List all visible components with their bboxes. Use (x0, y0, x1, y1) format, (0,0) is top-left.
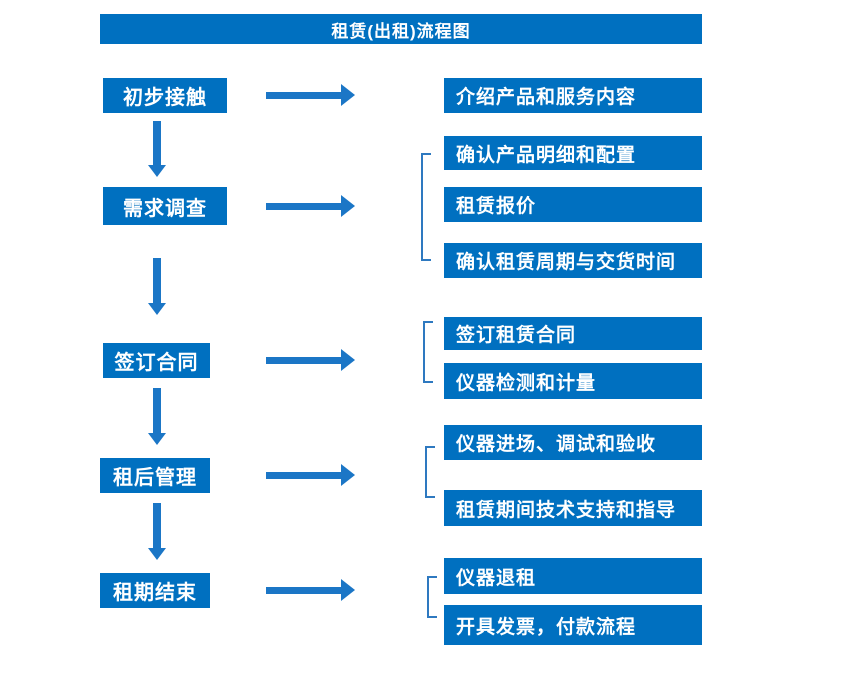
arrow-shaft (266, 587, 342, 594)
arrow-head (341, 579, 355, 601)
down-arrow-icon (148, 258, 166, 315)
right-arrow-icon (266, 579, 355, 601)
arrow-shaft (153, 258, 161, 305)
output-label: 租赁报价 (456, 196, 537, 217)
arrow-shaft (266, 92, 342, 99)
arrow-head (341, 349, 355, 371)
right-arrow-icon (266, 349, 355, 371)
step-box-demand-survey: 需求调查 (103, 187, 227, 225)
step-box-initial-contact: 初步接触 (103, 78, 227, 113)
arrow-head (148, 433, 166, 445)
arrow-head (148, 165, 166, 177)
step-box-sign-contract: 签订合同 (103, 343, 210, 378)
output-label: 介绍产品和服务内容 (456, 87, 637, 108)
arrow-shaft (153, 388, 161, 435)
group-bracket-icon (421, 153, 431, 261)
step-label: 签订合同 (114, 352, 199, 374)
down-arrow-icon (148, 503, 166, 560)
arrow-head (341, 464, 355, 486)
output-box: 仪器进场、调试和验收 (444, 425, 702, 460)
output-box: 仪器退租 (444, 558, 702, 594)
arrow-head (148, 548, 166, 560)
output-box: 仪器检测和计量 (444, 363, 702, 399)
step-label: 租期结束 (113, 582, 197, 604)
group-bracket-icon (423, 321, 433, 383)
arrow-shaft (153, 503, 161, 550)
arrow-head (341, 195, 355, 217)
output-label: 签订租赁合同 (456, 325, 577, 346)
output-box: 租赁报价 (444, 187, 702, 222)
output-label: 确认产品明细和配置 (456, 144, 637, 166)
output-label: 仪器退租 (456, 567, 537, 589)
step-label: 初步接触 (123, 87, 207, 109)
output-box: 确认租赁周期与交货时间 (444, 243, 702, 278)
output-label: 确认租赁周期与交货时间 (456, 252, 677, 273)
down-arrow-icon (148, 121, 166, 177)
title-bar: 租赁(出租)流程图 (100, 14, 702, 44)
down-arrow-icon (148, 388, 166, 445)
arrow-shaft (266, 472, 342, 479)
arrow-head (341, 84, 355, 106)
output-box: 确认产品明细和配置 (444, 136, 702, 170)
arrow-shaft (266, 203, 342, 210)
arrow-shaft (153, 121, 161, 167)
output-box: 介绍产品和服务内容 (444, 78, 702, 113)
group-bracket-icon (427, 576, 437, 618)
output-box: 租赁期间技术支持和指导 (444, 490, 702, 526)
output-label: 仪器检测和计量 (456, 372, 597, 394)
page-title: 租赁(出租)流程图 (331, 21, 471, 41)
output-box: 签订租赁合同 (444, 317, 702, 350)
step-box-rental-end: 租期结束 (100, 573, 210, 608)
right-arrow-icon (266, 84, 355, 106)
arrow-shaft (266, 357, 342, 364)
step-label: 需求调查 (123, 197, 207, 220)
output-label: 开具发票，付款流程 (456, 616, 637, 638)
right-arrow-icon (266, 464, 355, 486)
step-label: 租后管理 (113, 467, 197, 489)
group-bracket-icon (425, 446, 435, 498)
step-box-post-rental-management: 租后管理 (100, 458, 210, 493)
output-label: 租赁期间技术支持和指导 (456, 499, 677, 521)
output-box: 开具发票，付款流程 (444, 605, 702, 645)
arrow-head (148, 303, 166, 315)
output-label: 仪器进场、调试和验收 (456, 434, 657, 455)
right-arrow-icon (266, 195, 355, 217)
